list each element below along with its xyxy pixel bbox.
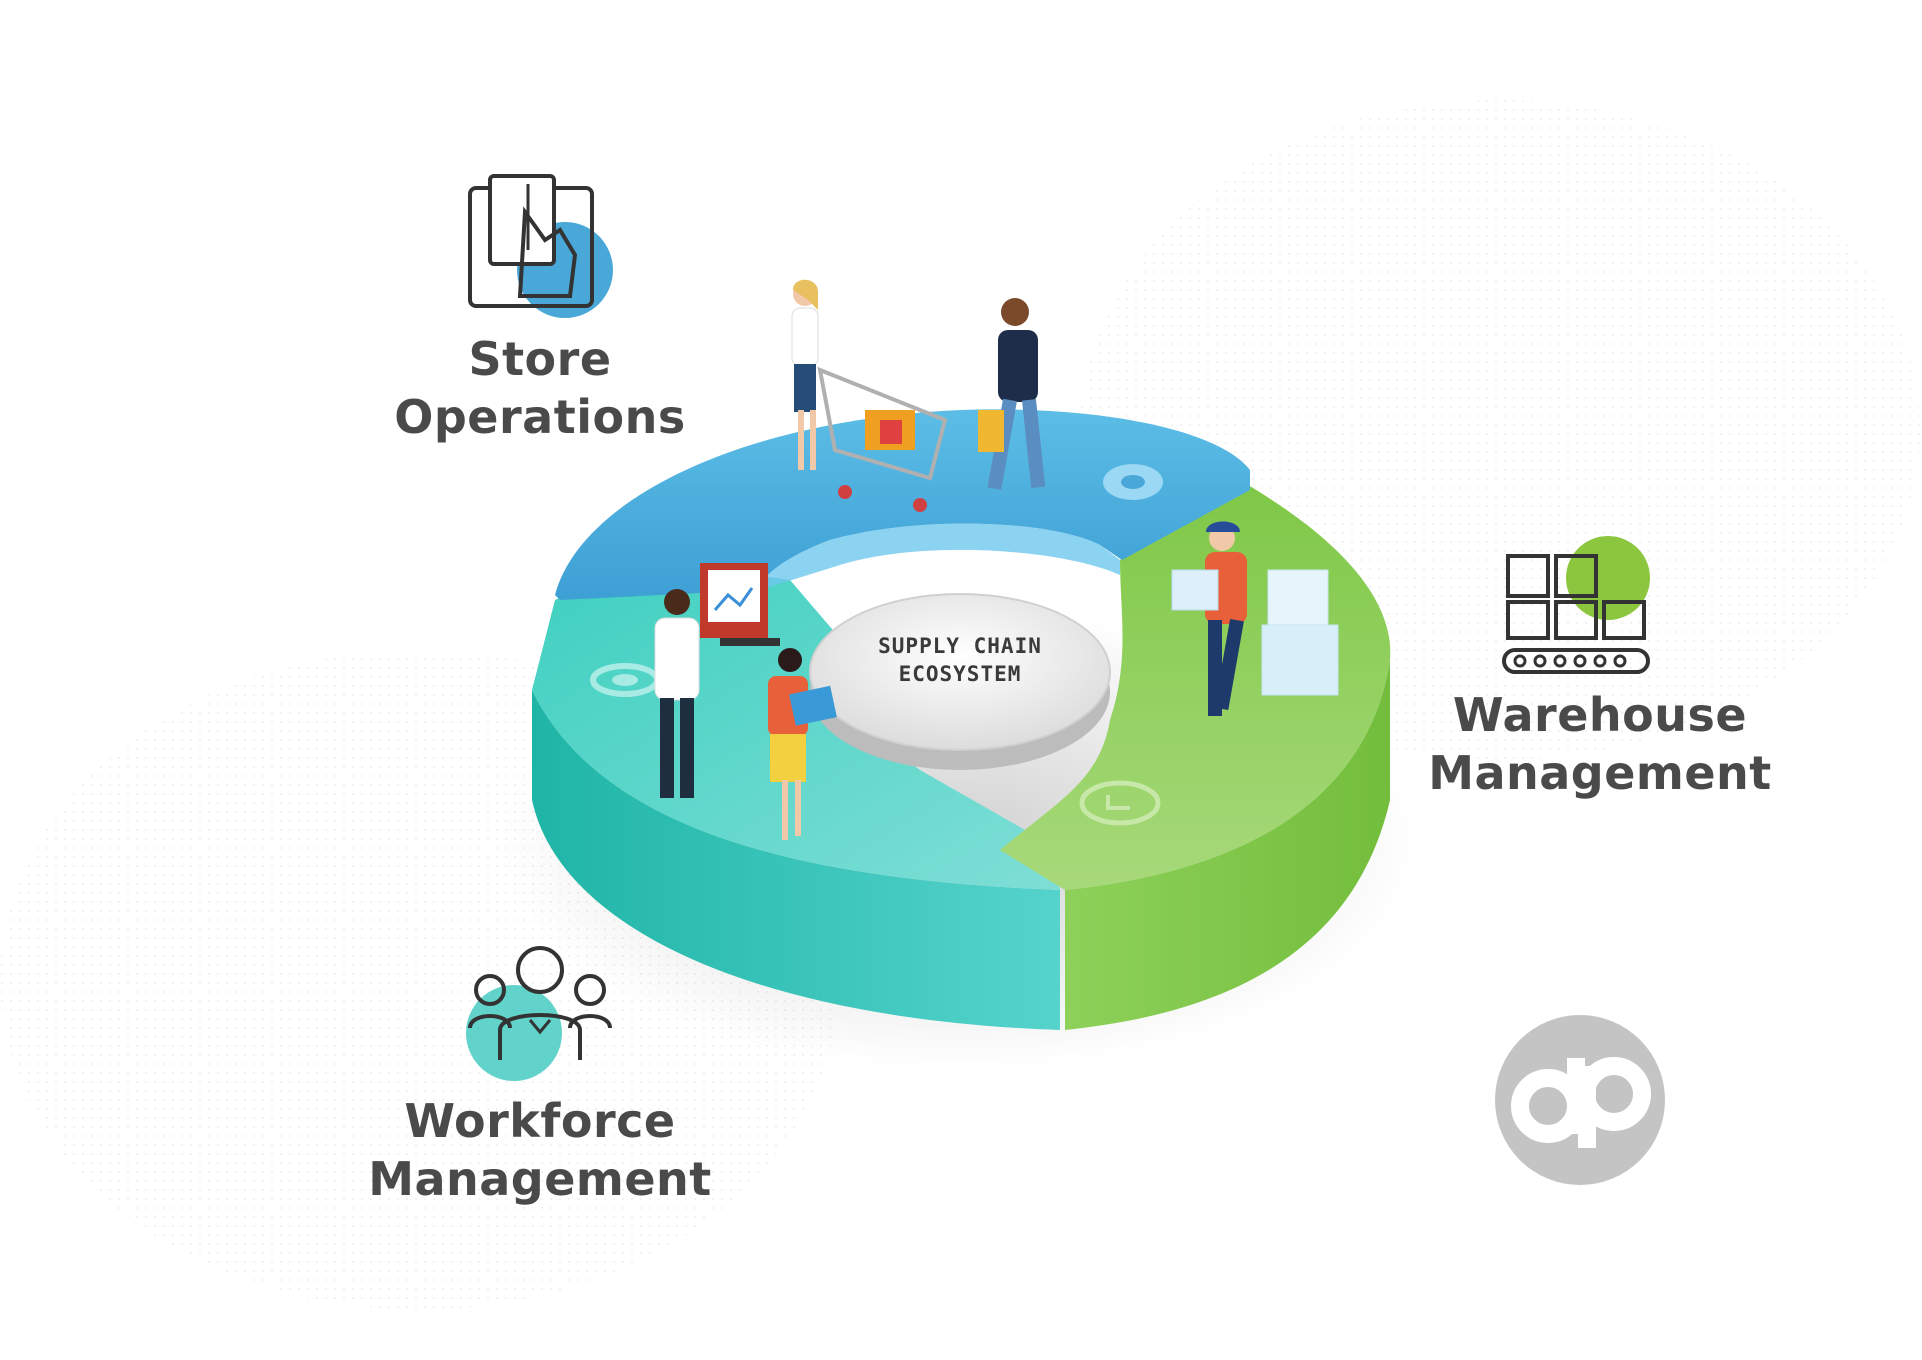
box-stack <box>1261 569 1339 696</box>
warehouse-worker <box>1171 521 1247 716</box>
card-payment-icon <box>468 174 613 318</box>
shopping-cart <box>817 366 948 512</box>
store-operations-label: Store Operations <box>340 330 740 446</box>
shopper-man <box>978 298 1046 490</box>
shopper-woman <box>791 279 819 470</box>
store-label-line2: Operations <box>394 390 686 444</box>
office-woman <box>768 648 837 840</box>
center-hub <box>809 593 1111 770</box>
warehouse-management-label: Warehouse Management <box>1390 686 1810 802</box>
workforce-management-label: Workforce Management <box>340 1092 740 1208</box>
warehouse-label-line1: Warehouse <box>1452 688 1748 742</box>
center-hub-line2: ECOSYSTEM <box>898 662 1022 686</box>
office-man <box>654 563 780 798</box>
center-hub-line1: SUPPLY CHAIN <box>878 634 1042 658</box>
center-hub-label: SUPPLY CHAIN ECOSYSTEM <box>810 632 1110 688</box>
team-people-icon <box>466 946 612 1081</box>
store-segment <box>555 409 1250 600</box>
gear-icon <box>1103 464 1163 500</box>
store-label-line1: Store <box>468 332 612 386</box>
warehouse-label-line2: Management <box>1428 746 1772 800</box>
workforce-label-line2: Management <box>368 1152 712 1206</box>
brand-logo <box>1495 1015 1665 1185</box>
workforce-label-line1: Workforce <box>404 1094 676 1148</box>
conveyor-boxes-icon <box>1502 536 1650 674</box>
